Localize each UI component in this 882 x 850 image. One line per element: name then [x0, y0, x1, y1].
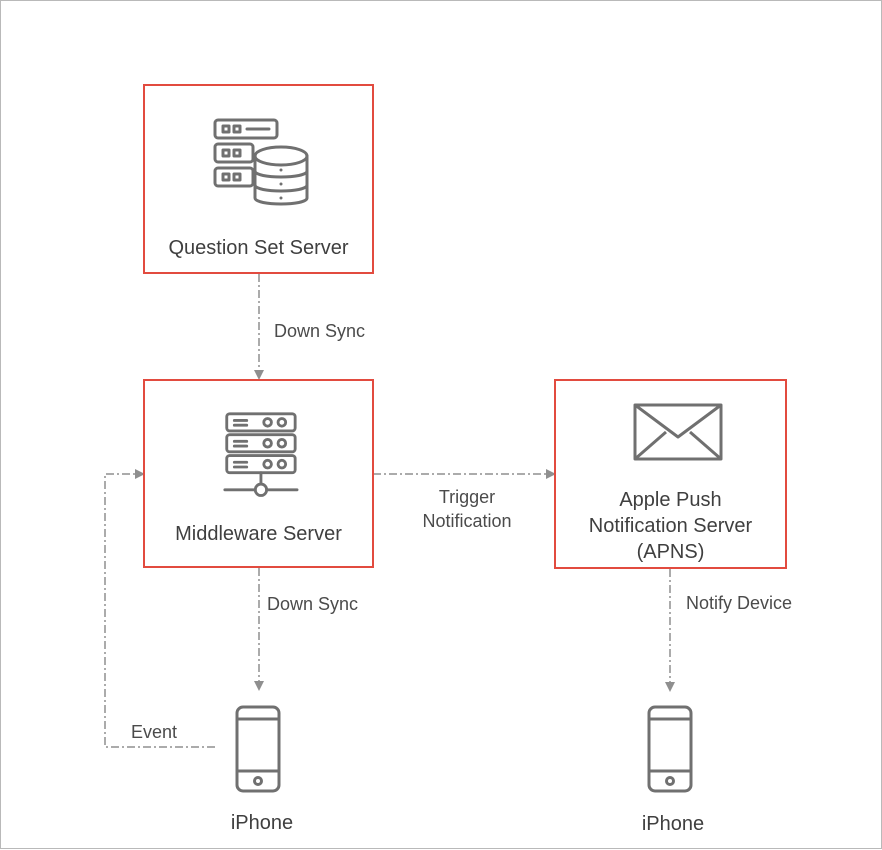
- envelope-icon: [633, 403, 723, 461]
- question-set-server-label: Question Set Server: [168, 237, 349, 259]
- apns-label-line-2: Notification Server: [588, 515, 753, 537]
- edge-label-notification: Notification: [422, 511, 512, 531]
- edge-label-down-sync-bottom: Down Sync: [267, 594, 359, 614]
- phone-icon: [235, 705, 281, 793]
- server-database-icon: [213, 118, 309, 206]
- right-iphone-label: iPhone: [641, 813, 705, 835]
- network-server-icon: [223, 412, 299, 497]
- apns-node: Apple Push Notification Server (APNS): [554, 379, 787, 569]
- edge-label-notify-device: Notify Device: [686, 593, 793, 613]
- edge-label-trigger-notification: Trigger Notification: [412, 485, 522, 533]
- apns-label-line-1: Apple Push: [619, 489, 722, 511]
- edge-label-down-sync-top: Down Sync: [274, 321, 366, 341]
- left-iphone-label: iPhone: [230, 812, 294, 834]
- edge-label-trigger: Trigger: [438, 487, 496, 507]
- question-set-server-node: Question Set Server: [143, 84, 374, 274]
- middleware-server-label: Middleware Server: [175, 523, 342, 545]
- apns-label-line-3: (APNS): [636, 541, 705, 563]
- phone-icon: [647, 705, 693, 793]
- edge-label-event: Event: [131, 722, 178, 742]
- apns-label: Apple Push Notification Server (APNS): [556, 487, 785, 565]
- middleware-server-node: Middleware Server: [143, 379, 374, 568]
